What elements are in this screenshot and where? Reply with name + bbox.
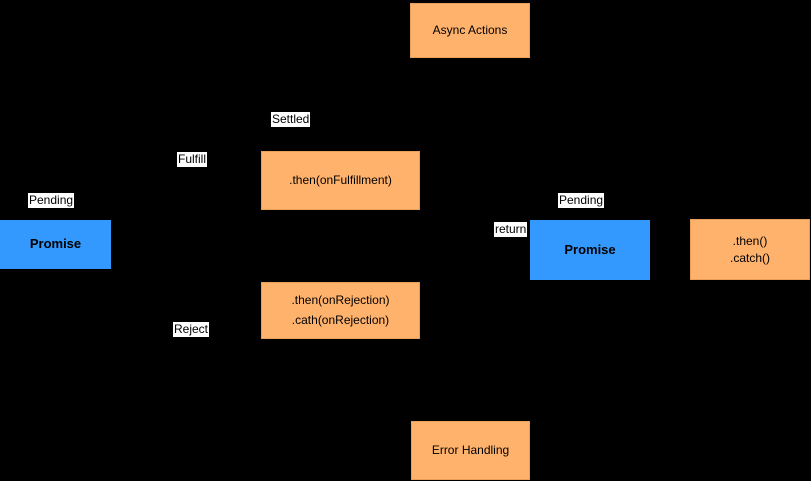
node-then-catch: .then() .catch(): [690, 219, 810, 280]
edge-label-pending-right: Pending: [558, 193, 605, 208]
node-error-handling: Error Handling: [411, 421, 530, 480]
node-then-catch-line2: .catch(): [729, 250, 770, 265]
edge-label-fulfill: Fulfill: [177, 152, 208, 167]
edge-label-return: return: [494, 222, 528, 237]
node-promise-right: Promise: [530, 220, 650, 280]
node-promise-left-label: Promise: [29, 236, 82, 252]
node-then-onfulfillment: .then(onFulfillment): [261, 151, 420, 210]
node-error-handling-label: Error Handling: [431, 443, 510, 458]
node-async-actions: Async Actions: [410, 3, 530, 58]
edge-label-pending-left: Pending: [28, 193, 75, 208]
node-promise-right-label: Promise: [564, 241, 616, 257]
node-then-onrejection-line1: .then(onRejection): [291, 293, 390, 308]
node-promise-left: Promise: [0, 220, 111, 269]
edge-label-reject: Reject: [173, 322, 210, 337]
node-then-onrejection-line2: .cath(onRejection): [291, 312, 390, 327]
node-then-onfulfillment-label: .then(onFulfillment): [289, 173, 392, 188]
node-async-actions-label: Async Actions: [432, 23, 508, 38]
node-then-onrejection: .then(onRejection) .cath(onRejection): [261, 282, 420, 339]
edge-label-settled: Settled: [271, 112, 311, 127]
node-then-catch-line1: .then(): [732, 234, 768, 249]
